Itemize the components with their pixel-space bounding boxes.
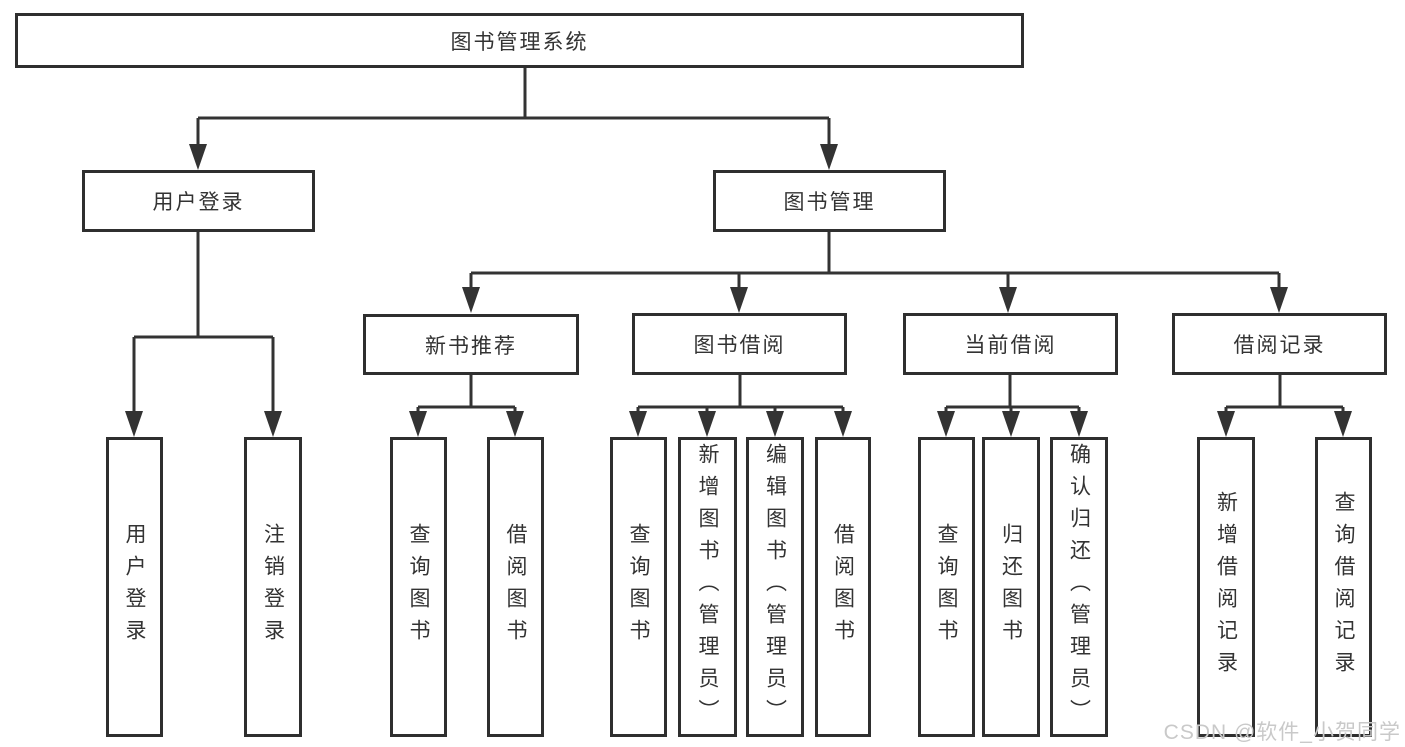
- node-label: 查询图书: [627, 523, 650, 651]
- node-query-books: 查询图书: [610, 437, 667, 737]
- node-label: 确认归还（管理员）: [1067, 443, 1091, 731]
- node-label: 借阅图书: [831, 523, 855, 651]
- node-label: 图书管理: [783, 191, 876, 214]
- node-query-books: 查询图书: [918, 437, 975, 737]
- node-label: 查询图书: [935, 523, 958, 651]
- node-library-system: 图书管理系统: [15, 13, 1024, 68]
- node-borrow-books: 借阅图书: [815, 437, 871, 737]
- node-user-login-leaf: 用户登录: [106, 437, 163, 737]
- node-edit-book-admin: 编辑图书（管理员）: [746, 437, 804, 737]
- node-label: 归还图书: [999, 523, 1023, 651]
- node-label: 注销登录: [261, 523, 285, 651]
- node-label: 用户登录: [123, 523, 146, 651]
- node-label: 借阅图书: [504, 523, 527, 651]
- node-label: 新书推荐: [425, 334, 517, 358]
- node-label: 图书管理系统: [450, 30, 589, 54]
- node-user-login: 用户登录: [82, 170, 315, 232]
- node-borrowing-records: 借阅记录: [1172, 313, 1387, 375]
- node-label: 查询图书: [407, 523, 430, 651]
- node-return-book: 归还图书: [982, 437, 1040, 737]
- node-borrow-books: 借阅图书: [487, 437, 544, 737]
- node-book-borrowing: 图书借阅: [632, 313, 847, 375]
- node-book-management: 图书管理: [713, 170, 946, 232]
- node-query-books: 查询图书: [390, 437, 447, 737]
- node-new-book-recommend: 新书推荐: [363, 314, 579, 375]
- node-query-borrow-record: 查询借阅记录: [1315, 437, 1372, 737]
- arrowheads: [125, 144, 1352, 437]
- node-label: 新增借阅记录: [1214, 491, 1238, 683]
- node-label: 当前借阅: [964, 334, 1057, 357]
- csdn-watermark: CSDN @软件_小贺同学: [1163, 721, 1401, 744]
- node-label: 借阅记录: [1233, 334, 1326, 357]
- node-label: 编辑图书（管理员）: [763, 443, 787, 731]
- node-logout: 注销登录: [244, 437, 302, 737]
- node-current-borrowing: 当前借阅: [903, 313, 1118, 375]
- node-confirm-return-admin: 确认归还（管理员）: [1050, 437, 1108, 737]
- node-label: 查询借阅记录: [1332, 491, 1355, 683]
- node-add-borrow-record: 新增借阅记录: [1197, 437, 1255, 737]
- node-add-book-admin: 新增图书（管理员）: [678, 437, 737, 737]
- node-label: 用户登录: [152, 191, 245, 214]
- node-label: 新增图书（管理员）: [696, 443, 719, 731]
- node-label: 图书借阅: [693, 334, 786, 357]
